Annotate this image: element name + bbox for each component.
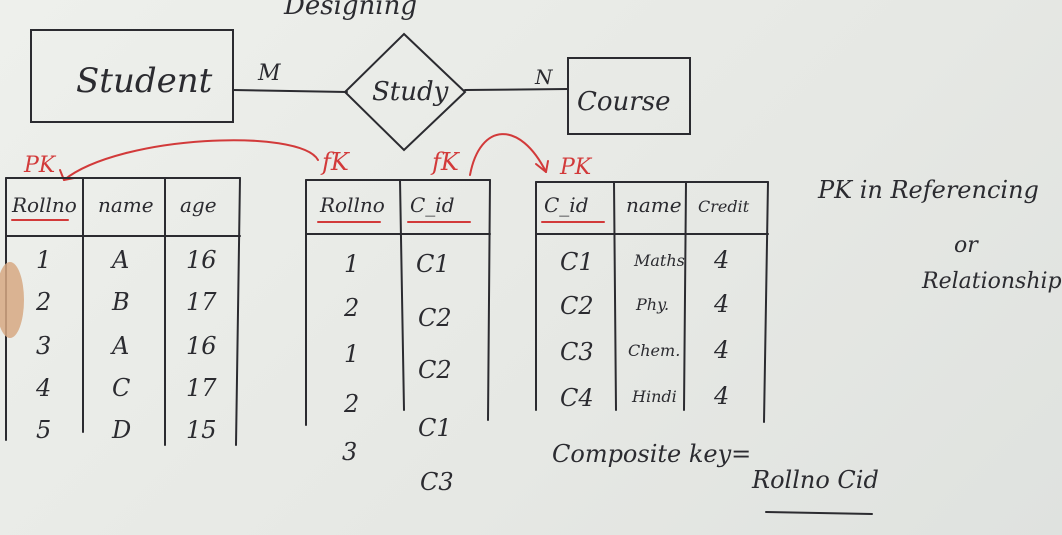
student-cell-r4-name: C — [112, 374, 130, 402]
course-header-name: name — [626, 193, 682, 217]
study-relationship-label: Study — [372, 77, 449, 107]
student-cell-r2-name: B — [111, 288, 130, 316]
study-header-cid: C_id — [410, 193, 455, 217]
course-cell-r4-cid: C4 — [560, 384, 594, 412]
study-table-divider — [399, 179, 405, 411]
course-cell-r4-credit: 4 — [713, 382, 729, 410]
course-cell-r1-cid: C1 — [560, 248, 594, 276]
student-cell-r4-rollno: 4 — [35, 374, 51, 402]
student-cell-r2-age: 17 — [186, 288, 217, 316]
course-cell-r2-cid: C2 — [560, 292, 594, 320]
heading-text: Designing — [283, 0, 417, 21]
note-pk-line1: PK in Referencing — [817, 176, 1039, 204]
course-cell-r2-name: Phy. — [635, 295, 669, 314]
presenter-hand — [0, 262, 24, 338]
fk-cid-arrowhead — [535, 160, 549, 173]
student-cell-r1-rollno: 1 — [36, 246, 51, 274]
course-cell-r1-name: Maths — [633, 251, 685, 270]
pk-marker-course: PK — [559, 155, 593, 180]
study-cell-r1-rollno: 1 — [344, 250, 359, 278]
student-cell-r3-age: 16 — [186, 332, 217, 360]
student-cell-r1-name: A — [110, 246, 129, 274]
student-table-right-line — [235, 177, 241, 446]
pk-marker-student: PK — [23, 153, 57, 178]
course-header-cid: C_id — [544, 193, 589, 217]
study-course-line — [464, 88, 569, 91]
cardinality-n: N — [534, 65, 554, 89]
course-cell-r2-credit: 4 — [713, 290, 729, 318]
student-entity-label: Student — [76, 61, 213, 101]
study-cell-r2-cid: C2 — [418, 304, 452, 332]
study-table: Rollno C_id 1 C1 2 C2 1 C2 2 C1 3 C3 — [305, 179, 491, 496]
study-relationship-diamond — [343, 32, 467, 152]
course-cell-r3-name: Chem. — [628, 341, 680, 360]
student-study-line — [232, 89, 348, 93]
study-cell-r1-cid: C1 — [416, 250, 450, 278]
student-table: Rollno name age 1 A 16 2 B 17 3 A 16 4 C… — [5, 177, 241, 446]
study-cell-r4-cid: C1 — [418, 414, 452, 442]
study-cell-r3-cid: C2 — [418, 356, 452, 384]
study-cell-r2-rollno: 2 — [343, 294, 359, 322]
study-cell-r5-cid: C3 — [420, 468, 454, 496]
course-table-right-line — [763, 181, 769, 423]
composite-key-underline — [765, 511, 873, 515]
cardinality-m: M — [257, 61, 281, 86]
course-table-divider-1 — [613, 181, 617, 411]
student-cell-r5-rollno: 5 — [36, 416, 51, 444]
course-entity-label: Course — [577, 87, 670, 117]
study-table-right-line — [487, 179, 491, 421]
student-header-age: age — [180, 193, 217, 217]
fk-marker-cid: fK — [430, 148, 461, 176]
composite-key-label: Composite key= — [552, 440, 751, 468]
student-cell-r4-age: 17 — [186, 374, 217, 402]
note-pk-line2: or — [954, 233, 979, 258]
fk-rollno-arrow — [63, 139, 319, 181]
student-cell-r5-name: D — [111, 416, 131, 444]
student-header-rollno: Rollno — [11, 193, 77, 217]
student-cell-r1-age: 16 — [186, 246, 217, 274]
student-header-name: name — [98, 193, 154, 217]
course-table: C_id name Credit C1 Maths 4 C2 Phy. 4 C3… — [535, 181, 769, 423]
study-cell-r3-rollno: 1 — [344, 340, 359, 368]
course-cell-r1-credit: 4 — [713, 246, 729, 274]
course-header-credit: Credit — [698, 197, 750, 216]
course-table-divider-2 — [683, 181, 687, 411]
composite-key-value: Rollno Cid — [751, 466, 879, 494]
study-header-rollno: Rollno — [319, 193, 385, 217]
student-cell-r3-rollno: 3 — [36, 332, 51, 360]
course-cell-r4-name: Hindi — [631, 387, 677, 406]
course-entity-box — [567, 57, 691, 135]
student-cell-r3-name: A — [110, 332, 129, 360]
fk-cid-arrow — [469, 133, 547, 176]
student-cell-r5-age: 15 — [186, 416, 217, 444]
study-cell-r4-rollno: 2 — [343, 390, 359, 418]
note-pk-line3: Relationship — [921, 269, 1062, 294]
fk-marker-rollno: fK — [320, 148, 351, 176]
course-cell-r3-credit: 4 — [713, 336, 729, 364]
course-cell-r3-cid: C3 — [560, 338, 594, 366]
student-cell-r2-rollno: 2 — [35, 288, 51, 316]
student-entity-box — [30, 29, 234, 123]
study-cell-r5-rollno: 3 — [342, 438, 357, 466]
